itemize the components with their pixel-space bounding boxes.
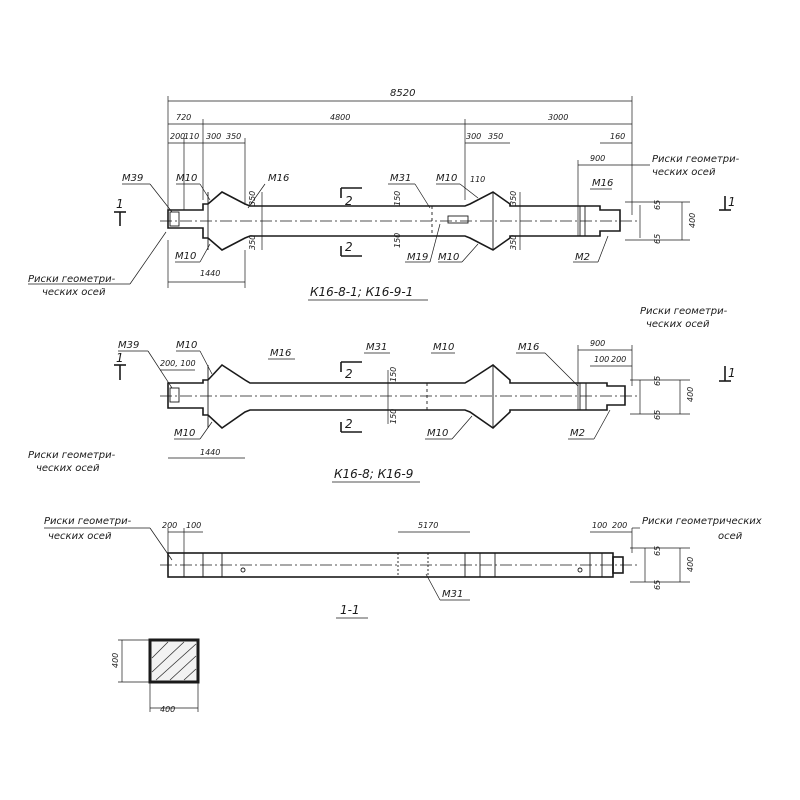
mid-dim-200: 200	[611, 355, 626, 364]
mark-m10-bottom-left: М10	[175, 251, 196, 262]
mid-mark-m10-bottom: М10	[427, 428, 448, 439]
dim-900: 900	[590, 154, 605, 163]
mid-mark-m10-bottom-left: М10	[174, 428, 195, 439]
section-1-left: 1	[116, 197, 124, 211]
axes-note-right-line2: ческих осей	[652, 167, 716, 178]
sec-axes-left-line2: ческих осей	[48, 531, 112, 542]
dim-400: 400	[688, 213, 697, 228]
dim-65-a: 65	[653, 200, 662, 210]
sec-dim-65-b: 65	[653, 580, 662, 590]
mid-axes-right-line1: Риски геометри-	[640, 306, 728, 317]
sec-axes-left-line1: Риски геометри-	[44, 516, 132, 527]
dim-350-d: 350	[509, 235, 518, 250]
mid-dim-1440: 1440	[200, 448, 220, 457]
dim-350-left: 350	[226, 132, 241, 141]
axes-note-left-line2: ческих осей	[42, 287, 106, 298]
dim-110: 110	[184, 132, 199, 141]
middle-view: 900 100 200 65 65 400 150 150 200, 100 1…	[28, 306, 736, 483]
dim-total: 8520	[390, 88, 415, 99]
mark-m19: М19	[407, 252, 428, 263]
mid-axes-left-line1: Риски геометри-	[28, 450, 116, 461]
sec-dim-200-right: 200	[612, 521, 627, 530]
mid-dim-100: 100	[594, 355, 609, 364]
mid-dim-200-100: 200, 100	[160, 359, 196, 368]
mid-mark-m39: М39	[118, 340, 139, 351]
dim-300-left: 300	[206, 132, 221, 141]
section-2-bottom: 2	[345, 240, 353, 254]
hole-right	[577, 567, 583, 573]
axes-note-right-line1: Риски геометри-	[652, 154, 740, 165]
dim-720: 720	[176, 113, 191, 122]
dim-350-c: 350	[509, 191, 518, 206]
mid-axes-right-line2: ческих осей	[646, 319, 710, 330]
section-1-1-view: 200 100 5170 100 200 65 65 400 М31 Риски…	[44, 516, 762, 619]
sec-axes-right-line2: осей	[718, 531, 743, 542]
cross-section: 400 400	[111, 638, 200, 714]
mark-m31: М31	[390, 173, 411, 184]
section-1-right: 1	[728, 195, 736, 209]
sec-dim-5170: 5170	[418, 521, 438, 530]
dim-160: 160	[610, 132, 625, 141]
cross-dim-width: 400	[160, 705, 175, 714]
mark-m10-top-right: М10	[436, 173, 457, 184]
caption-top: К16-8-1; К16-9-1	[310, 285, 413, 299]
dim-65-b: 65	[653, 234, 662, 244]
caption-section-1-1: 1-1	[340, 603, 360, 617]
dim-350-b: 350	[248, 235, 257, 250]
mid-dim-65-b: 65	[653, 410, 662, 420]
cross-dim-height: 400	[111, 653, 120, 668]
dim-150-a: 150	[393, 191, 402, 206]
dim-300-right: 300	[466, 132, 481, 141]
mid-section-1-right: 1	[728, 366, 736, 380]
section-2-top: 2	[345, 194, 353, 208]
top-view: 8520 720 4800 3000 200 110 300 350 300 3…	[28, 88, 740, 301]
sec-mark-m31: М31	[442, 589, 463, 600]
hole-left	[240, 567, 246, 573]
caption-middle: К16-8; К16-9	[334, 467, 413, 481]
mark-m16-right: М16	[592, 178, 613, 189]
dim-3000: 3000	[548, 113, 568, 122]
mid-axes-left-line2: ческих осей	[36, 463, 100, 474]
mid-dim-150-b: 150	[389, 409, 398, 424]
mid-dim-65-a: 65	[653, 376, 662, 386]
mark-m2: М2	[575, 252, 590, 263]
mark-m39: М39	[122, 173, 143, 184]
mid-section-2-bottom: 2	[345, 417, 353, 431]
mid-mark-m10-top-left: М10	[176, 340, 197, 351]
mark-m10-top-left: М10	[176, 173, 197, 184]
axes-note-left-line1: Риски геометри-	[28, 274, 116, 285]
dim-200: 200	[170, 132, 185, 141]
sec-dim-65-a: 65	[653, 546, 662, 556]
mid-mark-m2: М2	[570, 428, 585, 439]
sec-dim-200: 200	[162, 521, 177, 530]
dim-4800: 4800	[330, 113, 350, 122]
mid-dim-900: 900	[590, 339, 605, 348]
sec-axes-right-line1: Риски геометрических	[642, 516, 762, 527]
mid-mark-m16-a: М16	[270, 348, 291, 359]
sec-dim-100: 100	[186, 521, 201, 530]
mid-dim-150-a: 150	[389, 367, 398, 382]
dim-150-b: 150	[393, 233, 402, 248]
beam-outline-top	[167, 191, 621, 251]
mark-m16-top: М16	[268, 173, 289, 184]
dim-110-right: 110	[470, 175, 485, 184]
mid-mark-m10-top: М10	[433, 342, 454, 353]
mark-m10-bottom-right: М10	[438, 252, 459, 263]
mid-mark-m16-b: М16	[518, 342, 539, 353]
dim-1440: 1440	[200, 269, 220, 278]
mid-dim-400: 400	[686, 387, 695, 402]
mid-section-2-top: 2	[345, 367, 353, 381]
mid-mark-m31: М31	[366, 342, 387, 353]
dim-350-a: 350	[248, 191, 257, 206]
dim-350-right: 350	[488, 132, 503, 141]
sec-dim-400: 400	[686, 557, 695, 572]
sec-dim-100-right: 100	[592, 521, 607, 530]
beam-outline-middle	[167, 363, 626, 430]
mid-section-1-left: 1	[116, 351, 124, 365]
